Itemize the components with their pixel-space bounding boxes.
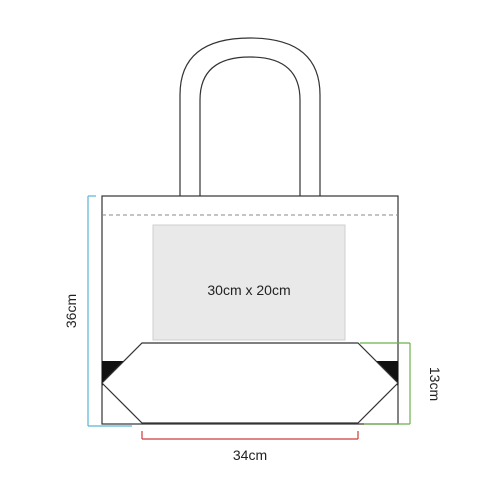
height-label: 36cm: [63, 294, 79, 328]
bag-handle: [179, 37, 321, 196]
handle-outer: [179, 37, 321, 196]
width-label: 34cm: [233, 447, 267, 463]
bag-base-gusset: [101, 342, 399, 424]
height-dimension: [87, 195, 132, 427]
gusset-dimension: [360, 342, 411, 425]
width-dimension: [141, 431, 359, 440]
gusset-label: 13cm: [427, 367, 443, 401]
print-area-label: 30cm x 20cm: [207, 282, 290, 298]
print-area: [152, 224, 346, 341]
handle-inner: [199, 56, 301, 196]
